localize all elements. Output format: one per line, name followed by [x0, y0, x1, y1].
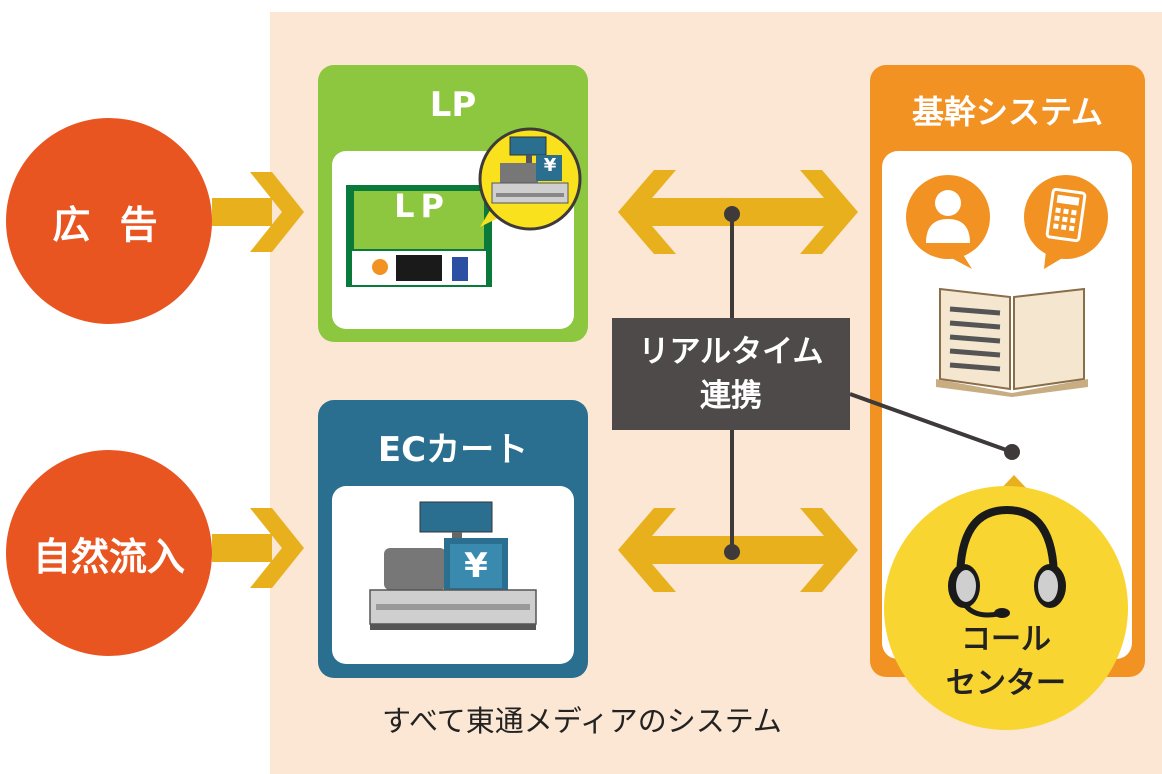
realtime-callcenter-line: [849, 392, 1013, 454]
lp-page-illustration: [346, 185, 492, 287]
realtime-label-line1: リアルタイム: [638, 334, 824, 370]
headset-icon: [948, 505, 1066, 618]
arrow-ad-to-lp: [212, 172, 304, 252]
core-system-title: 基幹システム: [911, 93, 1104, 131]
lp-box: LP LP ¥: [318, 65, 588, 342]
call-center-label: コール センター: [884, 618, 1128, 706]
calculator-icon: [1024, 175, 1108, 269]
junction-dot-callcenter: [1004, 444, 1020, 460]
source-ad-circle: 広 告: [6, 118, 212, 324]
junction-dot-bottom: [724, 544, 740, 560]
lp-yen-sign: ¥: [543, 155, 557, 176]
ec-inner-panel: ¥: [332, 486, 574, 664]
book-icon: [936, 287, 1088, 397]
register-icon: [478, 127, 582, 231]
junction-dot-top: [724, 206, 740, 222]
call-center-label-line1: コール: [961, 622, 1051, 657]
system-caption: すべて東通メディアのシステム: [382, 704, 782, 738]
lp-title: LP: [429, 85, 477, 125]
realtime-link-box: リアルタイム 連携: [612, 318, 850, 430]
source-natural-label: 自然流入: [32, 534, 185, 579]
call-center-circle: コール センター: [884, 486, 1128, 730]
lp-page-label: LP: [394, 187, 450, 225]
arrow-natural-to-ec: [212, 508, 304, 588]
lp-register-badge: ¥: [470, 127, 588, 233]
source-ad-label: 広 告: [52, 202, 166, 247]
call-center-label-line2: センター: [946, 666, 1066, 701]
source-natural-circle: 自然流入: [6, 450, 212, 656]
register-icon: [369, 501, 537, 630]
ec-cart-title: ECカート: [377, 430, 529, 470]
ec-cart-box: ECカート ¥: [318, 400, 588, 678]
realtime-label-line2: 連携: [700, 378, 762, 414]
user-icon: [906, 175, 990, 269]
lp-dot-icon: [372, 259, 388, 275]
ec-yen-sign: ¥: [464, 546, 488, 586]
